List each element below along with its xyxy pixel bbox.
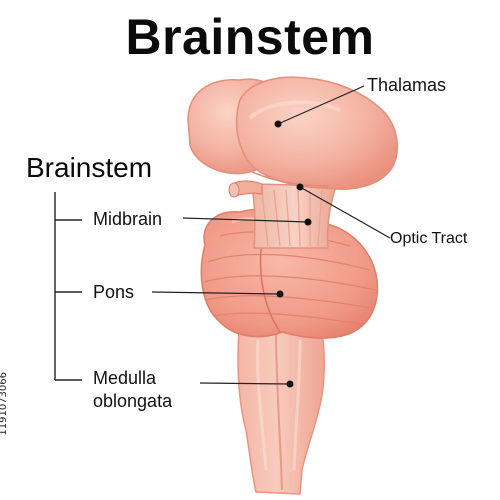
medulla-oblongata-shape	[237, 317, 325, 495]
leader-lines	[151, 85, 391, 385]
label-thalamas: Thalamas	[367, 75, 447, 95]
page-title: Brainstem	[125, 9, 375, 65]
group-label: Brainstem	[26, 152, 153, 183]
label-midbrain: Midbrain	[93, 209, 163, 229]
midbrain-shape	[251, 183, 338, 249]
bracket-lines	[54, 192, 82, 381]
stock-id-watermark: 1191073066	[0, 372, 9, 436]
label-medulla-line1: Medulla	[93, 368, 157, 388]
leader-dots	[274, 120, 312, 388]
label-medulla-line2: oblongata	[93, 391, 173, 411]
label-optic-tract: Optic Tract	[390, 230, 468, 247]
pons-shape	[200, 208, 379, 339]
label-pons: Pons	[93, 282, 135, 302]
thalamus-shape	[187, 76, 399, 190]
